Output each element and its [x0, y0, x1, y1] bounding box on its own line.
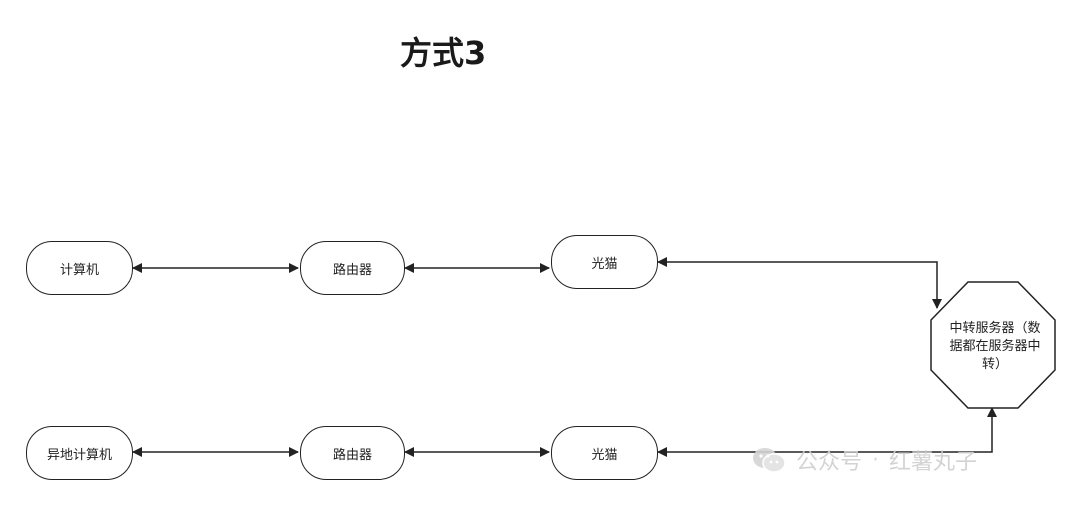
edge-modem-server-top	[657, 257, 942, 309]
node-router-top: 路由器	[300, 241, 405, 295]
relay-server-label-line1: 中转服务器（数	[949, 321, 1041, 336]
watermark-source: 公众号	[796, 450, 863, 475]
node-router-bottom-label: 路由器	[332, 447, 372, 463]
node-router-bottom: 路由器	[300, 426, 405, 480]
node-modem-bottom-label: 光猫	[591, 447, 618, 463]
wechat-icon	[753, 448, 786, 473]
watermark-separator: ·	[872, 447, 880, 473]
node-computer-label: 计算机	[59, 262, 99, 278]
relay-server-octagon	[930, 281, 1056, 409]
relay-server-label-line2: 据都在服务器中	[949, 339, 1041, 354]
relay-server-label-line3: 转）	[981, 357, 1008, 372]
node-modem-top: 光猫	[551, 235, 658, 289]
node-remote-computer: 异地计算机	[26, 426, 133, 480]
node-computer: 计算机	[26, 241, 133, 295]
node-remote-computer-label: 异地计算机	[46, 447, 112, 463]
node-router-top-label: 路由器	[332, 262, 372, 278]
node-modem-top-label: 光猫	[591, 256, 618, 272]
diagram-title: 方式3	[400, 34, 487, 72]
watermark: 公众号 · 红薯丸子	[752, 444, 977, 476]
relay-server-label: 中转服务器（数 据都在服务器中 转）	[936, 320, 1054, 374]
watermark-author: 红薯丸子	[889, 450, 978, 475]
node-modem-bottom: 光猫	[551, 426, 658, 480]
